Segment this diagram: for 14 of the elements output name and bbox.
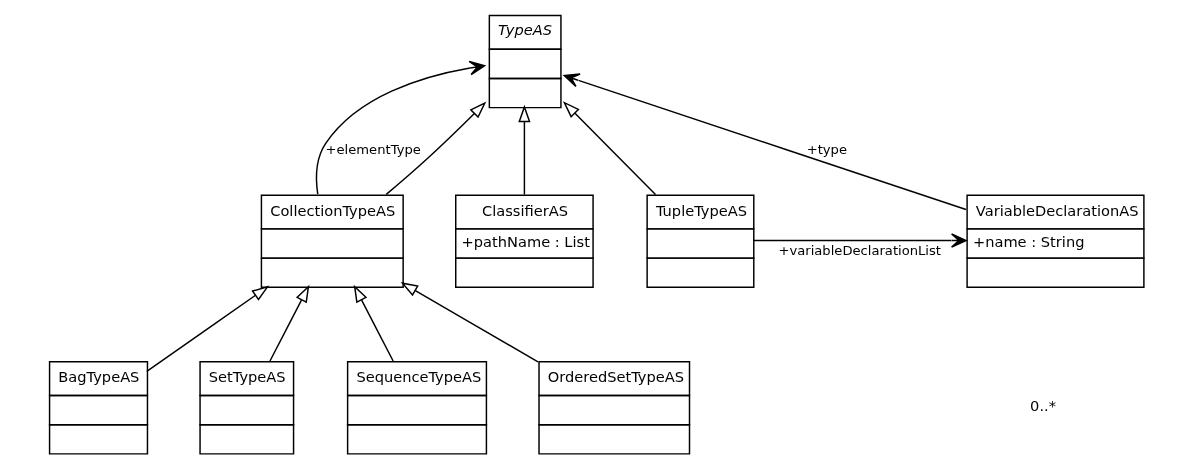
edge-label: +elementType [325, 141, 421, 157]
edge-label: +variableDeclarationList [777, 242, 941, 258]
arrow [562, 100, 656, 195]
arrow [145, 285, 269, 372]
arrow [315, 60, 485, 195]
arrow [400, 281, 539, 363]
arrow [517, 104, 531, 195]
arrow [752, 232, 967, 248]
arrow [353, 284, 394, 362]
arrow [562, 72, 967, 210]
label: 0..* [1029, 396, 1056, 414]
arrow [385, 101, 486, 195]
edge-label: +type [806, 141, 847, 157]
arrow [268, 284, 309, 362]
